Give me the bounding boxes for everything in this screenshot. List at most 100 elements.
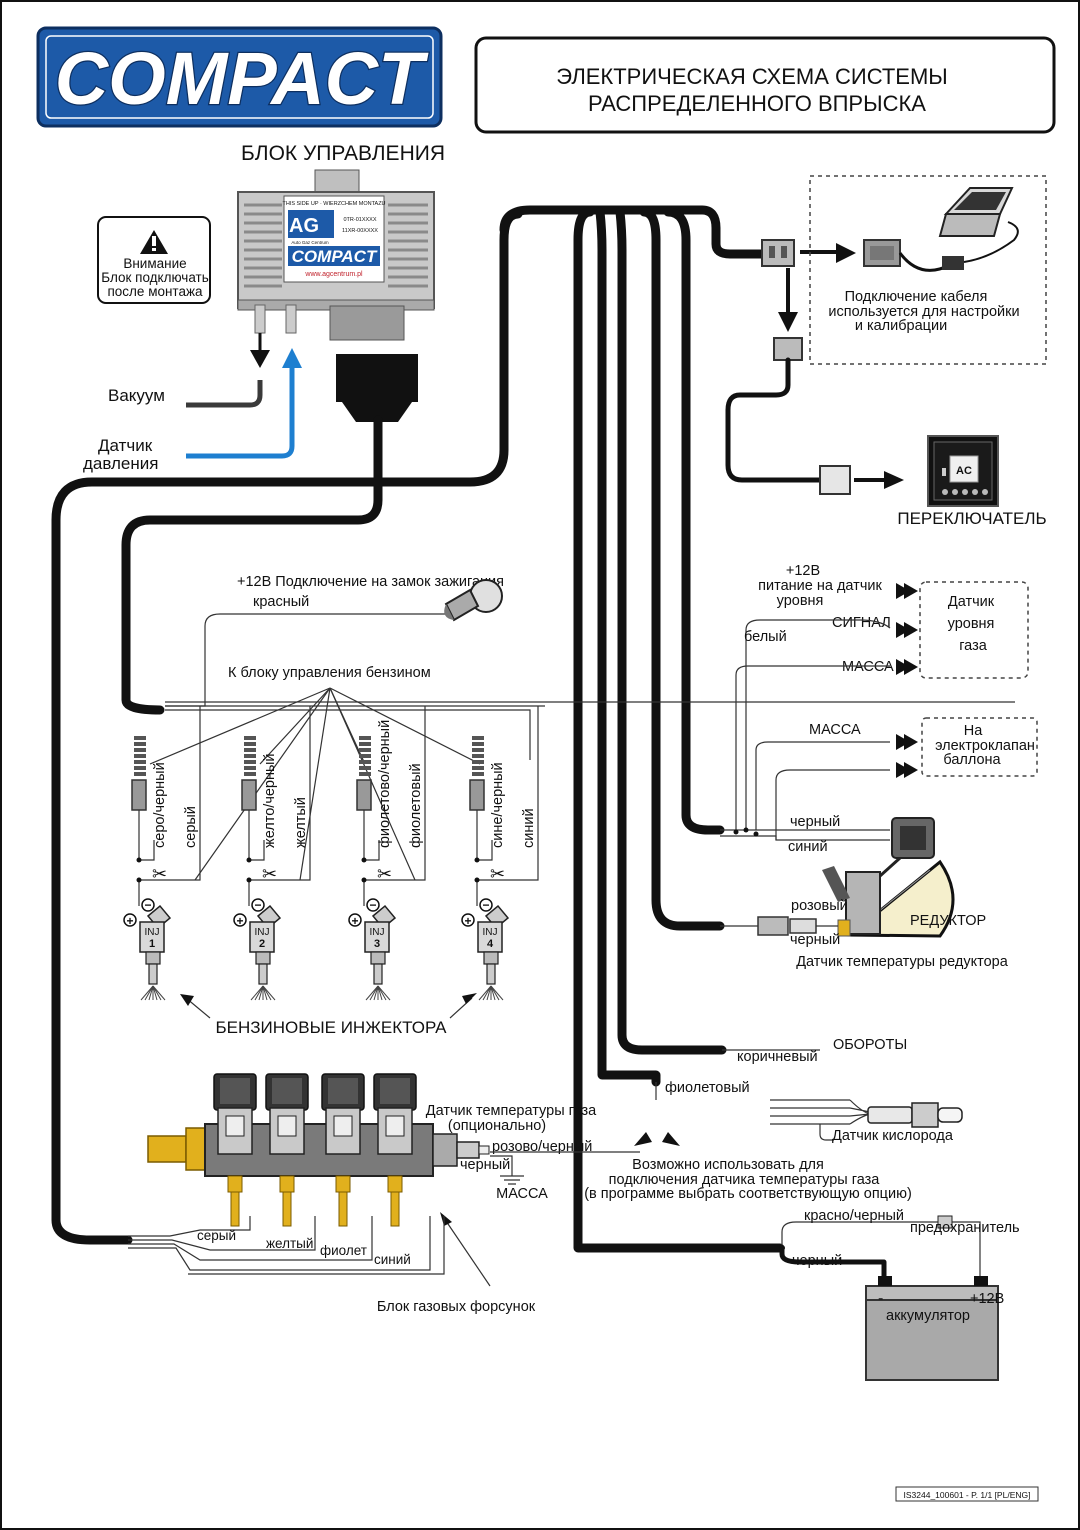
pressure-hose: Датчик давления [83, 348, 302, 473]
svg-text:−: − [144, 898, 151, 912]
plus-icon [348, 913, 362, 927]
injector-1-pair-wire: серо/черный [152, 762, 168, 848]
rail-wire-label-4: синий [374, 1252, 411, 1267]
gas-temp-note-1: Возможно использовать для [632, 1157, 824, 1173]
valve-box-1: На [964, 723, 983, 739]
gas-temp-pinkblack: розово/черный [492, 1139, 592, 1155]
plus-icon [233, 913, 247, 927]
rpm-wire: коричневый [737, 1049, 818, 1065]
ecu-connector [336, 354, 418, 422]
injector-2-pair-wire: желто/черный [262, 753, 278, 848]
footer-code: IS3244_100601 - P. 1/1 [PL/ENG] [895, 1486, 1039, 1502]
scissors-icon: ✂ [152, 864, 167, 884]
ecu-url: www.agcentrum.pl [304, 271, 363, 278]
battery-label: аккумулятор [886, 1308, 970, 1324]
footer-code-text: IS3244_100601 - P. 1/1 [PL/ENG] [904, 1490, 1031, 1500]
svg-text:+: + [464, 914, 471, 928]
injector-3-pair-wire: фиолетово/черный [377, 720, 393, 848]
battery-fuse: предохранитель [910, 1220, 1020, 1236]
injector-3-num: 3 [374, 938, 380, 950]
svg-text:+: + [126, 914, 133, 928]
pc-label-2: используется для настройки [828, 304, 1019, 320]
injectors-label: БЕНЗИНОВЫЕ ИНЖЕКТОРА [215, 1018, 447, 1037]
gas-temp-note-3: (в программе выбрать соответствующую опц… [584, 1186, 912, 1202]
laptop-icon [938, 187, 1014, 237]
level-white: белый [744, 629, 787, 645]
oxygen-label: Датчик кислорода [832, 1128, 954, 1144]
tank-valve-block: МАССА На электроклапан баллона [755, 717, 1038, 840]
diagnostic-connector [725, 239, 904, 495]
title-line-1: ЭЛЕКТРИЧЕСКАЯ СХЕМА СИСТЕМЫ [556, 64, 948, 89]
gas-injector-2 [265, 1073, 309, 1227]
pc-box: Подключение кабеля используется для наст… [809, 175, 1047, 365]
battery-block: красно/черный предохранитель черный - +1… [779, 1208, 1020, 1381]
injector-3-inj: INJ [370, 927, 385, 938]
reducer-pink: розовый [791, 898, 848, 914]
scissors-icon: ✂ [377, 864, 392, 884]
level-supply-1: +12В [786, 563, 820, 579]
svg-text:−: − [254, 898, 261, 912]
oxygen-block: фиолетовый Датчик кислорода [665, 1080, 963, 1144]
rail-wire-label-3: фиолет [320, 1243, 367, 1258]
reducer-body [822, 817, 955, 938]
battery-black: черный [792, 1253, 842, 1269]
reducer-label: РЕДУКТОР [910, 913, 986, 929]
level-box-3: газа [959, 638, 988, 654]
warning-line-1: Внимание [123, 256, 186, 271]
rpm-label: ОБОРОТЫ [833, 1037, 907, 1053]
warning-line-2: Блок подключать [101, 270, 209, 285]
ignition-wire-label: красный [253, 594, 309, 610]
switch-panel: AC ПЕРЕКЛЮЧАТЕЛЬ [897, 435, 1047, 528]
title-box: ЭЛЕКТРИЧЕСКАЯ СХЕМА СИСТЕМЫ РАСПРЕДЕЛЕНН… [474, 36, 1056, 134]
reducer-black-2: черный [790, 932, 840, 948]
rail-label: Блок газовых форсунок [377, 1299, 536, 1315]
level-ground: МАССА [842, 659, 894, 675]
minus-icon [251, 898, 265, 912]
ecu-unit: THIS SIDE UP · WIERZCHEM MONTAZU AG Auto… [237, 169, 435, 341]
reducer-blue: синий [788, 839, 828, 855]
plus-icon [461, 913, 475, 927]
injector-4-pair-wire: сине/черный [490, 762, 506, 848]
level-supply-2: питание на датчик [758, 578, 882, 594]
rail-wire-label-2: желтый [266, 1236, 313, 1251]
gas-temp-block: Датчик температуры газа (опционально) ро… [426, 1082, 912, 1202]
vacuum-label: Вакуум [108, 386, 165, 405]
gas-temp-note-2: подключения датчика температуры газа [609, 1172, 881, 1188]
valve-box-3: баллона [943, 752, 1001, 768]
main-harness [51, 205, 785, 1253]
warning-line-3: после монтажа [107, 284, 203, 299]
ecu-model: COMPACT [292, 247, 378, 266]
minus-icon [479, 898, 493, 912]
petrol-ecu-lines: К блоку управления бензином [149, 665, 1015, 881]
injector-4-single-wire: синий [521, 808, 537, 848]
pc-label-1: Подключение кабеля [845, 289, 988, 305]
battery-minus: - [878, 1290, 883, 1307]
level-sensor-block: +12В питание на датчик уровня СИГНАЛ бел… [735, 563, 1029, 830]
gas-temp-ground: МАССА [496, 1186, 548, 1202]
valve-box-2: электроклапан [935, 738, 1035, 754]
gas-temp-black: черный [460, 1157, 510, 1173]
pressure-label-1: Датчик [98, 436, 153, 455]
ecu-title: БЛОК УПРАВЛЕНИЯ [241, 142, 445, 165]
oxygen-wire: фиолетовый [665, 1080, 750, 1096]
ecu-code-1: 0TR-01XXXX [343, 217, 376, 223]
scissors-icon: ✂ [490, 864, 505, 884]
injector-2-num: 2 [259, 938, 265, 950]
gas-temp-1: Датчик температуры газа [426, 1103, 597, 1119]
ignition-label: +12В Подключение на замок зажигания [237, 574, 504, 590]
oxygen-sensor-icon [867, 1102, 963, 1128]
ecu-badge: AG [289, 215, 319, 237]
vacuum-hose: Вакуум [108, 333, 270, 408]
ignition-line: +12В Подключение на замок зажигания крас… [165, 574, 504, 707]
warning-box: Внимание Блок подключать после монтажа [97, 216, 211, 304]
minus-icon [141, 898, 155, 912]
injector-4-num: 4 [487, 938, 494, 950]
injector-4-inj: INJ [483, 927, 498, 938]
injector-1-inj: INJ [145, 927, 160, 938]
